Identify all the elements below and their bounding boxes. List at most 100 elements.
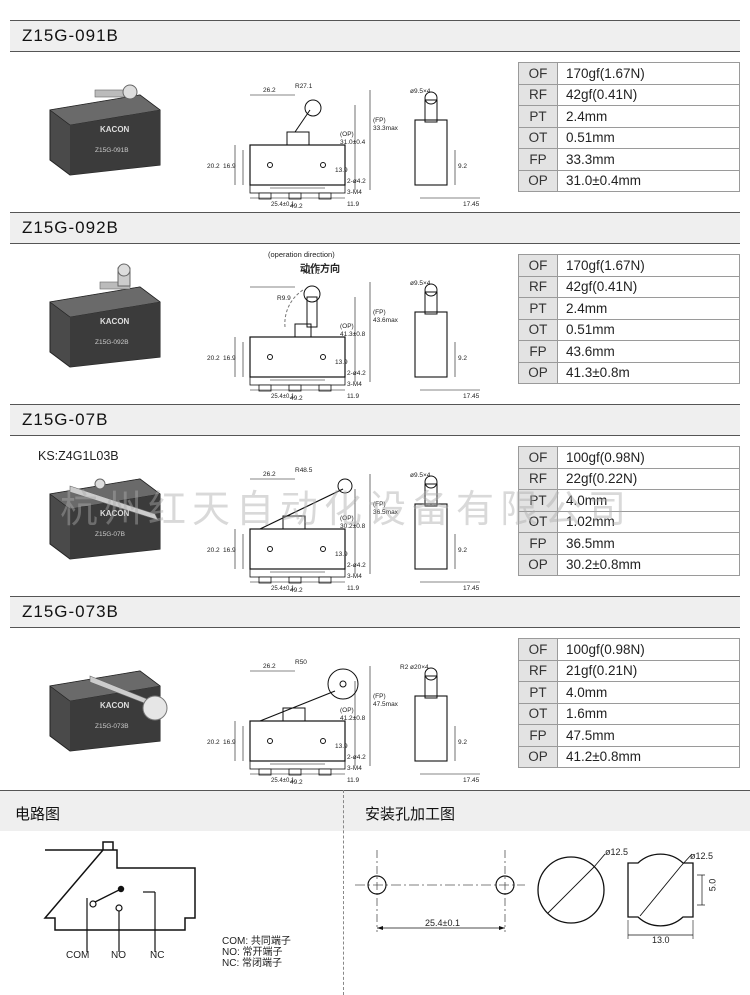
dimension-label: 11.9 bbox=[347, 585, 360, 592]
spec-value: 4.0mm bbox=[557, 489, 740, 512]
dimension-label: 49.2 bbox=[290, 779, 303, 786]
spec-value: 0.51mm bbox=[557, 126, 740, 149]
dimension-label: 26.2 bbox=[263, 471, 276, 478]
dimension-label: 16.9 bbox=[223, 739, 236, 746]
circuit-diagram bbox=[43, 841, 196, 952]
spec-key: FP bbox=[518, 148, 558, 171]
dimension-label: 9.2 bbox=[458, 163, 467, 170]
mount-flat: 5.0 bbox=[707, 878, 718, 892]
dimension-label: 13.9 bbox=[335, 167, 348, 174]
dimension-label: 17.45 bbox=[463, 201, 480, 208]
dimension-label: ø9.5×4 bbox=[410, 280, 431, 287]
dimension-label: 20.2 bbox=[207, 163, 220, 170]
spec-key: PT bbox=[518, 105, 558, 128]
spec-key: PT bbox=[518, 489, 558, 512]
brand-label: KACON bbox=[100, 125, 130, 134]
dimension-label: (FP) bbox=[373, 501, 386, 508]
spec-key: OT bbox=[518, 318, 558, 341]
dimension-label: (OP) bbox=[340, 323, 354, 330]
dimension-label: 25.4±0.1 bbox=[271, 586, 295, 592]
dimension-label: R48.5 bbox=[295, 467, 313, 474]
dimension-label: R11.1 bbox=[303, 269, 320, 276]
spec-value: 36.5mm bbox=[557, 532, 740, 555]
legend-com: COM: 共同端子 bbox=[222, 936, 291, 947]
spec-key: PT bbox=[518, 297, 558, 320]
dimension-label: 25.4±0.1 bbox=[271, 778, 295, 784]
circuit-label-no: NO bbox=[111, 950, 126, 961]
spec-value: 170gf(1.67N) bbox=[557, 254, 740, 277]
mount-width: 13.0 bbox=[652, 935, 670, 945]
dimension-label: 41.3±0.8 bbox=[340, 331, 366, 338]
dimension-label: 36.5max bbox=[373, 509, 399, 516]
spec-value: 47.5mm bbox=[557, 724, 740, 747]
dimension-label: (FP) bbox=[373, 309, 386, 316]
spec-value: 22gf(0.22N) bbox=[557, 467, 740, 490]
dimension-label: 13.9 bbox=[335, 359, 348, 366]
dimension-label: 17.45 bbox=[463, 393, 480, 400]
dimension-label: 3-M4 bbox=[347, 189, 362, 196]
dimension-label: 11.9 bbox=[347, 777, 360, 784]
spec-key: OF bbox=[518, 62, 558, 85]
circuit-title: 电路图 bbox=[15, 806, 61, 823]
dimension-label: 11.9 bbox=[347, 393, 360, 400]
dimension-label: 13.9 bbox=[335, 551, 348, 558]
spec-value: 30.2±0.8mm bbox=[557, 553, 740, 576]
spec-value: 41.3±0.8m bbox=[557, 361, 740, 384]
dimension-label: R50 bbox=[295, 659, 307, 666]
photo-model-label: Z15G-07B bbox=[95, 531, 125, 538]
spec-value: 33.3mm bbox=[557, 148, 740, 171]
spec-key: OT bbox=[518, 510, 558, 533]
dimension-label: (OP) bbox=[340, 131, 354, 138]
dimension-label: ø20×4 bbox=[410, 664, 429, 671]
dimension-label: 20.2 bbox=[207, 355, 220, 362]
dimension-label: 49.2 bbox=[290, 395, 303, 402]
dimension-label: (FP) bbox=[373, 117, 386, 124]
bottom-header: 电路图 安装孔加工图 bbox=[0, 790, 750, 831]
brand-label: KACON bbox=[100, 701, 130, 710]
spec-value: 100gf(0.98N) bbox=[557, 638, 740, 661]
dimension-label: 49.2 bbox=[290, 203, 303, 210]
dimension-label: 3-M4 bbox=[347, 765, 362, 772]
spec-value: 2.4mm bbox=[557, 105, 740, 128]
model-title: Z15G-073B bbox=[22, 602, 119, 621]
dimension-label: 26.2 bbox=[263, 87, 276, 94]
spec-key: OT bbox=[518, 702, 558, 725]
spec-value: 4.0mm bbox=[557, 681, 740, 704]
model-title: Z15G-092B bbox=[22, 218, 119, 237]
spec-key: RF bbox=[518, 83, 558, 106]
mount-dia2: ø12.5 bbox=[690, 851, 714, 861]
section-header: Z15G-092B bbox=[10, 212, 740, 244]
dimension-label: 11.9 bbox=[347, 201, 360, 208]
dimension-label: 43.6max bbox=[373, 317, 399, 324]
circuit-label-com: COM bbox=[66, 950, 90, 961]
spec-value: 42gf(0.41N) bbox=[557, 275, 740, 298]
spec-value: 1.02mm bbox=[557, 510, 740, 533]
dimension-label: R9.9 bbox=[277, 295, 291, 302]
dimension-label: 20.2 bbox=[207, 547, 220, 554]
spec-value: 21gf(0.21N) bbox=[557, 659, 740, 682]
spec-value: 41.2±0.8mm bbox=[557, 745, 740, 768]
circuit-label-nc: NC bbox=[150, 950, 165, 961]
mounting-title: 安装孔加工图 bbox=[365, 806, 456, 823]
spec-key: OP bbox=[518, 361, 558, 384]
